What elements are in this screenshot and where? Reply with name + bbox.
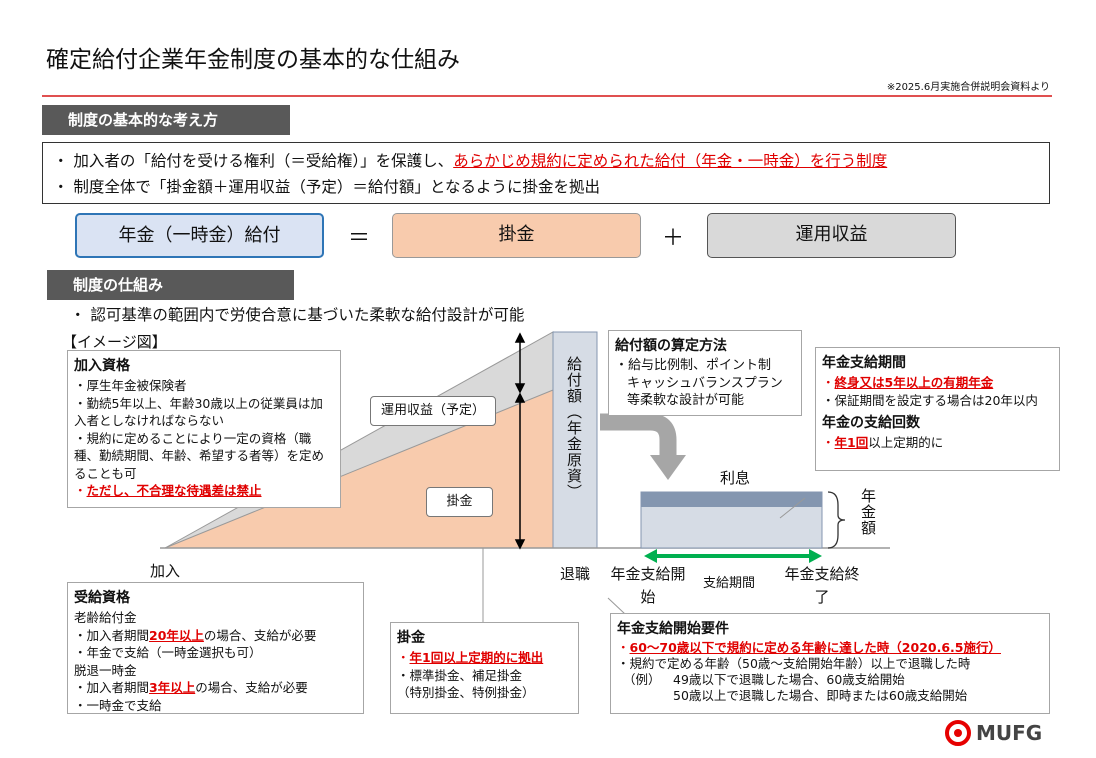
list-item: ・年金で支給（一時金選択も可） — [74, 645, 262, 660]
text: ・加入者期間 — [74, 627, 150, 643]
page-title: 確定給付企業年金制度の基本的な仕組み — [46, 47, 460, 73]
list-item: 等柔軟な設計が可能 — [627, 393, 745, 408]
list-item: 終身又は5年以上の有期年金 — [834, 375, 994, 390]
interest-label: 利息 — [720, 469, 751, 487]
highlight: 60～70歳以下で規約に定める年齢に達した時（2020.6.5施行） — [629, 640, 1001, 655]
highlight: 20年以上 — [149, 627, 204, 643]
subheading: 老齢給付金 — [74, 610, 137, 625]
investment-return-label: 運用収益（予定） — [370, 396, 496, 426]
join-label: 加入 — [150, 562, 181, 580]
bullet-text: ・ 加入者の「給付を受ける権利（＝受給権）」を保護し、 — [53, 152, 454, 170]
list-item: ・給与比例制、ポイント制 — [615, 358, 772, 373]
warning-text: ただし、不合理な待遇差は禁止 — [86, 483, 262, 498]
bullet-highlight: あらかじめ規約に定められた給付（年金・一時金）を行う制度 — [453, 152, 888, 170]
pension-start-label: 年金支給開始 — [610, 565, 686, 606]
formula-equals: ＝ — [348, 226, 371, 251]
contribution-label: 掛金 — [426, 487, 493, 517]
benefit-column — [552, 331, 598, 549]
box-subtitle: 年金の支給回数 — [822, 415, 920, 431]
curved-arrow-icon — [600, 413, 677, 455]
box-title: 受給資格 — [74, 590, 130, 606]
period-arrow-icon — [644, 549, 822, 563]
pension-amount-label: 年金額 — [859, 488, 877, 536]
example-text: 50歳以上で退職した場合、即時または60歳支給開始 — [673, 688, 968, 703]
subheading: 脱退一時金 — [74, 662, 137, 678]
list-item: ・保証期間を設定する場合は20年以内 — [822, 392, 1038, 408]
highlight: 年1回 — [834, 435, 869, 450]
mufg-logo-icon — [945, 720, 971, 746]
pension-end-label: 年金支給終了 — [784, 565, 860, 606]
mufg-logo: MUFG — [945, 720, 1042, 746]
formula-returns: 運用収益 — [707, 213, 956, 258]
box-title: 掛金 — [397, 630, 425, 646]
basic-concept-box: ・ 加入者の「給付を受ける権利（＝受給権）」を保護し、あらかじめ規約に定められた… — [42, 142, 1050, 204]
source-note: ※2025.6月実施合併説明会資料より — [886, 82, 1050, 93]
payment-period-box: 年金支給期間 ・終身又は5年以上の有期年金 ・保証期間を設定する場合は20年以内… — [815, 347, 1060, 471]
image-label: 【イメージ図】 — [62, 333, 167, 351]
section-heading-basic: 制度の基本的な考え方 — [42, 105, 290, 135]
eligibility-box: 加入資格 ・厚生年金被保険者 ・勤続5年以上、年齢30歳以上の従業員は加入者とし… — [67, 350, 341, 508]
logo-text: MUFG — [976, 721, 1043, 745]
highlight: 3年以上 — [149, 680, 196, 695]
height-arrows — [514, 332, 526, 550]
box-title: 年金支給開始要件 — [617, 621, 729, 637]
list-item: ・規約で定める年齢（50歳～支給開始年齢）以上で退職した時 — [617, 656, 971, 671]
bullet-text: ・ 制度全体で「掛金額＋運用収益（予定）＝給付額」となるように掛金を拠出 — [53, 178, 600, 196]
benefit-amount-label: 給付額（年金原資） — [565, 356, 583, 500]
formula-contribution: 掛金 — [392, 213, 641, 258]
contribution-box: 掛金 ・年1回以上定期的に拠出 ・標準掛金、補足掛金 （特別掛金、特例掛金） — [390, 622, 579, 714]
calc-method-box: 給付額の算定方法 ・給与比例制、ポイント制 キャッシュバランスプラン 等柔軟な設… — [608, 330, 802, 416]
list-item: ・勤続5年以上、年齢30歳以上の従業員は加入者としなければならない — [74, 395, 323, 429]
text: の場合、支給が必要 — [195, 680, 308, 695]
box-title: 年金支給期間 — [822, 355, 906, 371]
box-title: 加入資格 — [74, 358, 130, 374]
list-item: キャッシュバランスプラン — [627, 375, 783, 391]
example-label: （例） — [623, 672, 661, 687]
mechanism-bullet: ・ 認可基準の範囲内で労使合意に基づいた柔軟な給付設計が可能 — [70, 306, 525, 324]
list-item: （特別掛金、特例掛金） — [397, 685, 535, 700]
retire-label: 退職 — [560, 565, 591, 583]
text: ・加入者期間 — [74, 680, 150, 695]
title-divider — [42, 95, 1052, 97]
example-text: 49歳以下で退職した場合、60歳支給開始 — [673, 672, 905, 687]
list-item: ・厚生年金被保険者 — [74, 378, 187, 393]
formula-plus: ＋ — [662, 226, 685, 251]
section-heading-mechanism: 制度の仕組み — [47, 270, 294, 300]
highlight: 年1回以上定期的に拠出 — [409, 650, 544, 665]
interest-pointer — [779, 497, 806, 519]
list-item: ・規約に定めることにより一定の資格（職種、勤続期間、年齢、希望する者等）を定める… — [74, 430, 325, 481]
benefit-eligibility-box: 受給資格 老齢給付金 ・加入者期間20年以上の場合、支給が必要 ・年金で支給（一… — [67, 582, 364, 714]
list-item: ・標準掛金、補足掛金 — [397, 667, 523, 683]
text: の場合、支給が必要 — [203, 627, 317, 643]
list-item: ・一時金で支給 — [74, 697, 162, 713]
interest-strip — [641, 492, 822, 507]
box-title: 給付額の算定方法 — [615, 338, 727, 354]
payment-period-label: 支給期間 — [703, 576, 756, 591]
formula-benefit: 年金（一時金）給付 — [75, 213, 324, 258]
start-requirement-box: 年金支給開始要件 ・60～70歳以下で規約に定める年齢に達した時（2020.6.… — [610, 613, 1050, 714]
bracket-icon — [827, 491, 846, 549]
list-item: 以上定期的に — [868, 435, 944, 450]
